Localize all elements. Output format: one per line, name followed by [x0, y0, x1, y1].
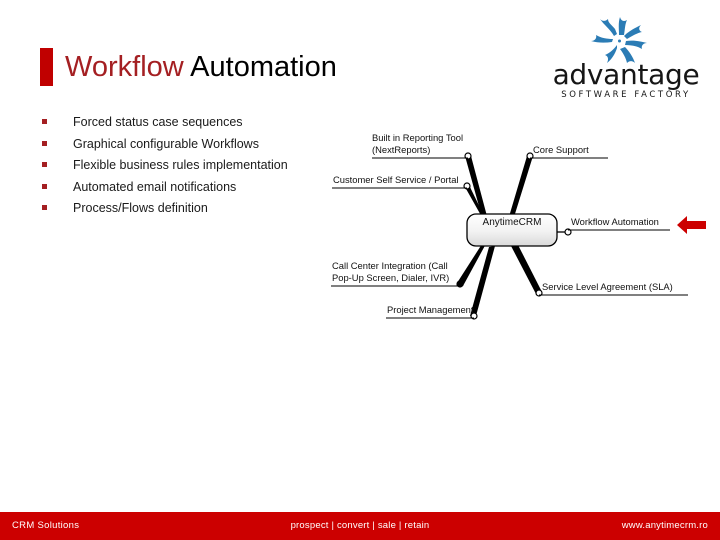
footer-center-text: prospect | convert | sale | retain — [290, 520, 430, 531]
list-item-label: Automated email notifications — [73, 179, 237, 194]
list-item: Automated email notifications — [42, 178, 342, 196]
mindmap-label-built-in-reporting-tool-line1: Built in Reporting Tool — [372, 132, 464, 143]
mindmap-center-node — [466, 213, 558, 247]
bullet-square-icon — [42, 119, 47, 124]
list-item-label: Forced status case sequences — [73, 115, 243, 129]
feature-bullet-list: Forced status case sequences Graphical c… — [42, 113, 342, 221]
mindmap-label-built-in-reporting-tool-line2: (NextReports) — [372, 144, 431, 155]
list-item: Forced status case sequences — [42, 113, 342, 131]
left-arrow-icon — [677, 214, 707, 236]
title-accent-word: Workflow — [65, 51, 184, 83]
mindmap-label-project-management: Project Management — [387, 304, 474, 315]
bullet-square-icon — [42, 140, 47, 146]
list-item: Process/Flows definition — [42, 199, 342, 217]
anytimecrm-mindmap: AnytimeCRM Built in Reporting Tool (Next… — [330, 120, 720, 330]
mindmap-label-workflow-automation: Workflow Automation — [571, 216, 659, 227]
bullet-square-icon — [42, 162, 47, 167]
footer-left-text: CRM Solutions — [12, 520, 80, 531]
maple-leaf-icon — [584, 16, 658, 64]
footer-website-link[interactable]: www.anytimecrm.ro — [621, 520, 708, 531]
mindmap-branches — [331, 152, 688, 320]
mindmap-center-label: AnytimeCRM — [482, 217, 542, 228]
mindmap-label-call-center-integration-line2: Pop-Up Screen, Dialer, IVR) — [332, 272, 450, 283]
logo-tagline: software factory — [561, 90, 691, 100]
mindmap-label-service-level-agreement: Service Level Agreement (SLA) — [542, 281, 673, 292]
logo-wordmark: advantage — [552, 58, 700, 91]
bullet-square-icon — [42, 205, 47, 210]
list-item: Graphical configurable Workflows — [42, 135, 342, 153]
list-item-label: Flexible business rules implementation — [73, 158, 288, 172]
mindmap-label-customer-self-service-portal: Customer Self Service / Portal — [333, 174, 459, 185]
list-item: Flexible business rules implementation — [42, 156, 342, 174]
mindmap-label-call-center-integration-line1: Call Center Integration (Call — [332, 260, 448, 271]
mindmap-label-core-support: Core Support — [533, 144, 589, 155]
list-item-label: Graphical configurable Workflows — [73, 136, 259, 151]
slide-footer: CRM Solutions prospect | convert | sale … — [0, 512, 720, 540]
company-logo: advantage software factory — [546, 16, 706, 104]
bullet-square-icon — [42, 183, 47, 189]
title-accent-bar — [40, 48, 53, 86]
page-title: Workflow Automation — [40, 48, 337, 86]
title-text: Workflow Automation — [65, 50, 337, 84]
title-rest-word: Automation — [183, 51, 337, 83]
list-item-label: Process/Flows definition — [73, 201, 208, 215]
